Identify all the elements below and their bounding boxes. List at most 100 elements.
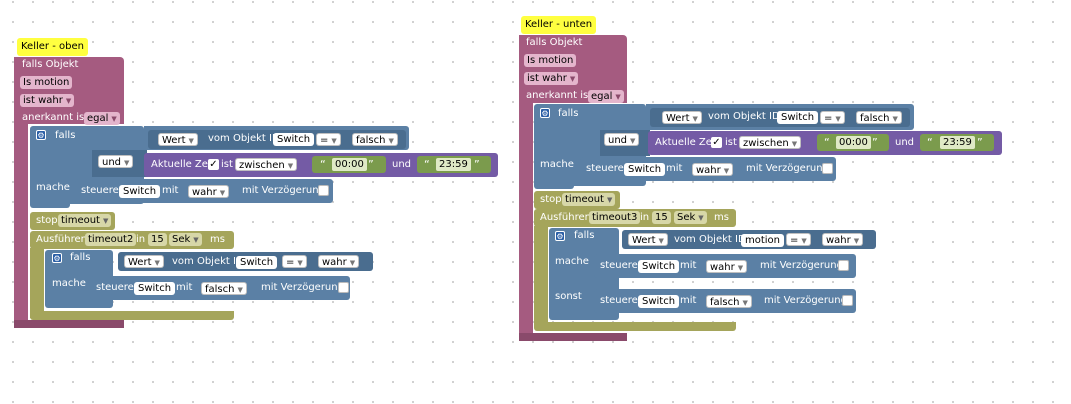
gear-icon[interactable]: ⚙: [52, 253, 62, 263]
object-id-field[interactable]: Switch: [777, 111, 819, 124]
time-checkbox[interactable]: ✓: [208, 159, 219, 170]
gear-icon[interactable]: ⚙: [36, 130, 46, 140]
control-object-field[interactable]: Switch: [624, 163, 666, 176]
exec-label: Ausführen: [36, 234, 87, 245]
gear-icon[interactable]: ⚙: [540, 108, 550, 118]
trigger-object-field[interactable]: Is motion: [524, 54, 577, 67]
get-value-dropdown[interactable]: Wert▼: [124, 255, 164, 268]
ack-dropdown[interactable]: egal▼: [588, 90, 624, 103]
dropdown-arrow-icon: ▼: [237, 286, 243, 294]
compare-value-dropdown[interactable]: falsch▼: [352, 133, 398, 146]
delay-checkbox[interactable]: [338, 282, 349, 293]
current-time-label: Aktuelle Zeit: [655, 137, 719, 148]
delay-amount-field[interactable]: 15: [652, 211, 671, 224]
if-footer: [30, 200, 70, 208]
get-value-dropdown[interactable]: Wert▼: [158, 133, 198, 146]
delay-checkbox[interactable]: [318, 185, 329, 196]
to-time-value[interactable]: 23:59: [940, 136, 975, 149]
control-object-field[interactable]: Switch: [134, 282, 176, 295]
gear-icon[interactable]: ⚙: [555, 231, 565, 241]
delay-amount-field[interactable]: 15: [148, 233, 167, 246]
exec-timeout-field[interactable]: timeout2: [85, 233, 137, 246]
script-title[interactable]: Keller - oben: [17, 38, 88, 56]
ms-label: ms: [210, 234, 225, 245]
from-time-value[interactable]: 00:00: [836, 136, 871, 149]
trigger-footer: [519, 333, 627, 341]
object-id-field[interactable]: motion: [741, 234, 785, 247]
mit-label: mit: [666, 163, 683, 174]
and-label: und: [895, 137, 915, 148]
delay-label: mit Verzögerung: [764, 295, 847, 306]
inner-sonst-label: sonst: [555, 291, 582, 302]
exec-spine: [30, 248, 44, 318]
delay-label: mit Verzögerung: [242, 185, 325, 196]
control-value-dropdown[interactable]: falsch▼: [706, 295, 752, 308]
time-checkbox[interactable]: ✓: [711, 137, 722, 148]
range-dropdown[interactable]: zwischen▼: [235, 158, 298, 171]
if-falls-label: falls: [558, 108, 579, 119]
inner-falls-label: falls: [70, 252, 91, 263]
control-value-dropdown[interactable]: wahr▼: [706, 260, 748, 273]
control-object-field[interactable]: Switch: [638, 295, 680, 308]
steuere-label: steuere: [600, 260, 638, 271]
exec-label: Ausführen: [540, 212, 591, 223]
delay-checkbox[interactable]: [838, 260, 849, 271]
and-operator-dropdown[interactable]: und▼: [604, 133, 640, 146]
dropdown-arrow-icon: ▼: [892, 115, 898, 123]
from-object-label: vom Objekt ID: [674, 234, 746, 245]
trigger-object-field[interactable]: Is motion: [20, 76, 73, 89]
operator-dropdown[interactable]: =▼: [282, 255, 307, 268]
dropdown-arrow-icon: ▼: [692, 115, 698, 123]
dropdown-arrow-icon: ▼: [606, 196, 613, 204]
control-object-field[interactable]: Switch: [119, 185, 161, 198]
compare-value-dropdown[interactable]: wahr▼: [822, 233, 864, 246]
ack-dropdown[interactable]: egal▼: [84, 112, 120, 125]
state-value-dropdown[interactable]: ist wahr▼: [524, 72, 579, 85]
mit-label: mit: [680, 295, 697, 306]
get-value-dropdown[interactable]: Wert▼: [628, 233, 668, 246]
stop-timeout-dropdown[interactable]: timeout▼: [58, 214, 112, 227]
delay-unit-dropdown[interactable]: Sek▼: [674, 211, 707, 224]
dropdown-arrow-icon: ▼: [742, 299, 748, 307]
from-object-label: vom Objekt ID: [172, 256, 244, 267]
trigger-footer: [14, 320, 124, 328]
quote-close-icon: ”: [872, 136, 878, 149]
control-value-dropdown[interactable]: falsch▼: [201, 282, 247, 295]
dropdown-arrow-icon: ▼: [737, 264, 744, 272]
dropdown-arrow-icon: ▼: [331, 137, 337, 145]
dropdown-arrow-icon: ▼: [615, 93, 621, 101]
and-label: und: [392, 159, 412, 170]
ack-label: anerkannt ist: [526, 90, 593, 101]
dropdown-arrow-icon: ▼: [297, 259, 303, 267]
from-time-value[interactable]: 00:00: [332, 158, 367, 171]
quote-open-icon: “: [927, 136, 933, 149]
to-time-value[interactable]: 23:59: [436, 158, 471, 171]
script-title[interactable]: Keller - unten: [521, 16, 597, 34]
exec-spine: [534, 226, 548, 326]
compare-value-dropdown[interactable]: wahr▼: [318, 255, 360, 268]
delay-checkbox[interactable]: [822, 163, 833, 174]
dropdown-arrow-icon: ▼: [569, 75, 576, 83]
operator-dropdown[interactable]: =▼: [820, 111, 845, 124]
control-value-dropdown[interactable]: wahr▼: [692, 163, 734, 176]
and-operator-dropdown[interactable]: und▼: [98, 155, 134, 168]
dropdown-arrow-icon: ▼: [154, 259, 160, 267]
dropdown-arrow-icon: ▼: [835, 115, 841, 123]
object-id-field[interactable]: Switch: [236, 256, 278, 269]
delay-checkbox[interactable]: [842, 295, 853, 306]
operator-dropdown[interactable]: =▼: [316, 133, 341, 146]
control-object-field[interactable]: Switch: [638, 260, 680, 273]
range-dropdown[interactable]: zwischen▼: [739, 136, 802, 149]
stop-timeout-dropdown[interactable]: timeout▼: [562, 193, 616, 206]
quote-close-icon: ”: [977, 136, 983, 149]
delay-unit-dropdown[interactable]: Sek▼: [169, 233, 202, 246]
dropdown-arrow-icon: ▼: [658, 237, 664, 245]
dropdown-arrow-icon: ▼: [723, 167, 730, 175]
compare-value-dropdown[interactable]: falsch▼: [856, 111, 902, 124]
exec-timeout-field[interactable]: timeout3: [589, 211, 641, 224]
object-id-field[interactable]: Switch: [273, 133, 315, 146]
state-value-dropdown[interactable]: ist wahr▼: [20, 94, 75, 107]
operator-dropdown[interactable]: =▼: [786, 233, 811, 246]
get-value-dropdown[interactable]: Wert▼: [662, 111, 702, 124]
control-value-dropdown[interactable]: wahr▼: [188, 185, 230, 198]
